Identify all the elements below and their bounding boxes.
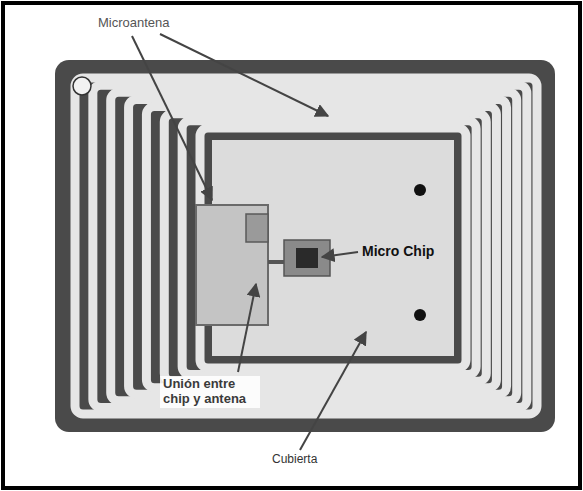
coil-loop [93, 85, 527, 407]
cover-dot [414, 184, 426, 196]
chip-pad [284, 240, 330, 276]
micro-chip [296, 248, 318, 268]
cover-dot [414, 309, 426, 321]
coil-loop [146, 107, 496, 388]
tag-substrate [55, 60, 555, 432]
leader-line [322, 252, 358, 257]
frame-border [3, 3, 580, 488]
coil-loop [164, 114, 486, 381]
chip-label: Micro Chip [362, 243, 434, 259]
leader-line [238, 284, 256, 372]
antenna-label: Microantena [98, 16, 170, 31]
mount-hole [73, 77, 91, 95]
leader-line [300, 332, 366, 450]
leader-line [132, 36, 212, 200]
junction-label: Unión entre chip y antena [160, 376, 260, 408]
bridge-pad [196, 205, 268, 325]
coil-loop [182, 121, 476, 375]
coil-loop [75, 78, 537, 414]
cover-label: Cubierta [272, 453, 317, 467]
bridge-contact [246, 214, 268, 242]
leader-line [160, 34, 328, 116]
coil-loop [111, 92, 517, 401]
antenna-coil [75, 78, 537, 414]
